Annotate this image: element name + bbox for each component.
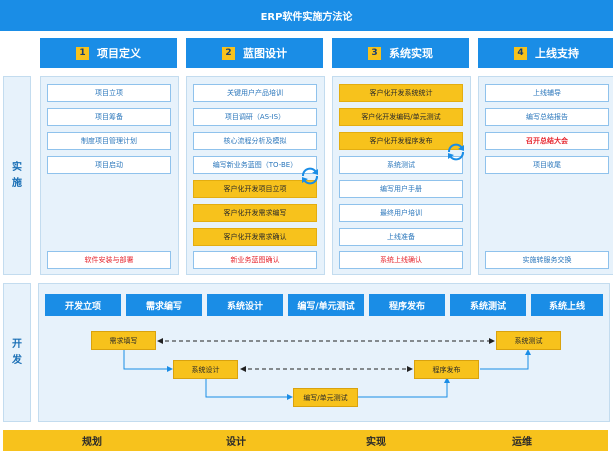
task-item: 上线辅导	[485, 84, 609, 102]
stage-label-implement: 实现	[366, 437, 386, 448]
page-title: ERP软件实施方法论	[0, 0, 613, 31]
dev-step: 程序发布	[369, 294, 445, 316]
connector-req-to-design	[123, 350, 173, 372]
connector-design-to-unit	[205, 378, 293, 400]
phase-header-golive: 4 上线支持	[478, 38, 613, 68]
task-item: 最终用户培训	[339, 204, 463, 222]
task-item: 项目调研（AS-IS）	[193, 108, 317, 126]
dev-step: 编写/单元测试	[288, 294, 364, 316]
task-item-custom: 客户化开发项目立项	[193, 180, 317, 198]
cycle-icon	[448, 143, 464, 161]
task-item-custom: 客户化开发编码/单元测试	[339, 108, 463, 126]
column-realization: 客户化开发系统统计 客户化开发编码/单元测试 客户化开发程序发布 系统测试 编写…	[332, 76, 471, 275]
side-label-develop: 开 发	[3, 283, 31, 422]
task-item: 编写新业务蓝图（TO-BE）	[193, 156, 317, 174]
task-item-highlight: 召开总结大会	[485, 132, 609, 150]
task-item: 项目启动	[47, 156, 171, 174]
phase-label: 项目定义	[97, 47, 141, 60]
connector-unit-to-release	[357, 377, 450, 398]
dev-step: 系统测试	[450, 294, 526, 316]
task-item: 核心流程分析及模拟	[193, 132, 317, 150]
phase-label: 上线支持	[535, 47, 579, 60]
dev-step: 需求编写	[126, 294, 202, 316]
task-item: 项目收尾	[485, 156, 609, 174]
task-milestone: 软件安装与部署	[47, 251, 171, 269]
task-item: 编写总结报告	[485, 108, 609, 126]
connector-release-to-test	[480, 349, 531, 370]
stage-label-operate: 运维	[512, 437, 532, 448]
task-item: 编写用户手册	[339, 180, 463, 198]
column-definition: 项目立项 项目筹备 制度项目管理计划 项目启动 软件安装与部署	[40, 76, 179, 275]
task-item: 制度项目管理计划	[47, 132, 171, 150]
task-item: 项目立项	[47, 84, 171, 102]
flow-node-unit-test: 编写/单元测试	[293, 388, 358, 407]
task-milestone: 实施转服务交换	[485, 251, 609, 269]
flow-node-system-test: 系统测试	[496, 331, 561, 350]
flow-node-requirement: 需求填写	[91, 331, 156, 350]
side-label-text: 开 发	[12, 338, 22, 366]
task-milestone: 新业务蓝图确认	[193, 251, 317, 269]
task-item: 项目筹备	[47, 108, 171, 126]
dev-step: 开发立项	[45, 294, 121, 316]
task-item: 系统测试	[339, 156, 463, 174]
stage-label-design: 设计	[226, 437, 246, 448]
phase-number: 1	[76, 46, 89, 60]
phase-header-definition: 1 项目定义	[40, 38, 177, 68]
task-item: 关键用户产品培训	[193, 84, 317, 102]
column-golive: 上线辅导 编写总结报告 召开总结大会 项目收尾 实施转服务交换	[478, 76, 613, 275]
task-item-custom: 客户化开发需求确认	[193, 228, 317, 246]
task-item-custom: 客户化开发程序发布	[339, 132, 463, 150]
side-label-text: 实 施	[12, 161, 22, 189]
stage-label-plan: 规划	[82, 437, 102, 448]
phase-header-realization: 3 系统实现	[332, 38, 469, 68]
task-item: 上线准备	[339, 228, 463, 246]
phase-header-blueprint: 2 蓝图设计	[186, 38, 323, 68]
side-label-implement: 实 施	[3, 76, 31, 275]
cycle-icon	[302, 167, 318, 185]
dev-step: 系统设计	[207, 294, 283, 316]
phase-label: 系统实现	[389, 47, 433, 60]
phase-number: 4	[514, 46, 527, 60]
phase-label: 蓝图设计	[243, 47, 287, 60]
column-blueprint: 关键用户产品培训 项目调研（AS-IS） 核心流程分析及模拟 编写新业务蓝图（T…	[186, 76, 325, 275]
dev-step: 系统上线	[531, 294, 603, 316]
phase-number: 3	[368, 46, 381, 60]
task-milestone: 系统上线确认	[339, 251, 463, 269]
stage-bar	[3, 430, 608, 451]
task-item-custom: 客户化开发需求编写	[193, 204, 317, 222]
flow-node-system-design: 系统设计	[173, 360, 238, 379]
flow-node-release: 程序发布	[414, 360, 479, 379]
phase-number: 2	[222, 46, 235, 60]
task-item-custom: 客户化开发系统统计	[339, 84, 463, 102]
